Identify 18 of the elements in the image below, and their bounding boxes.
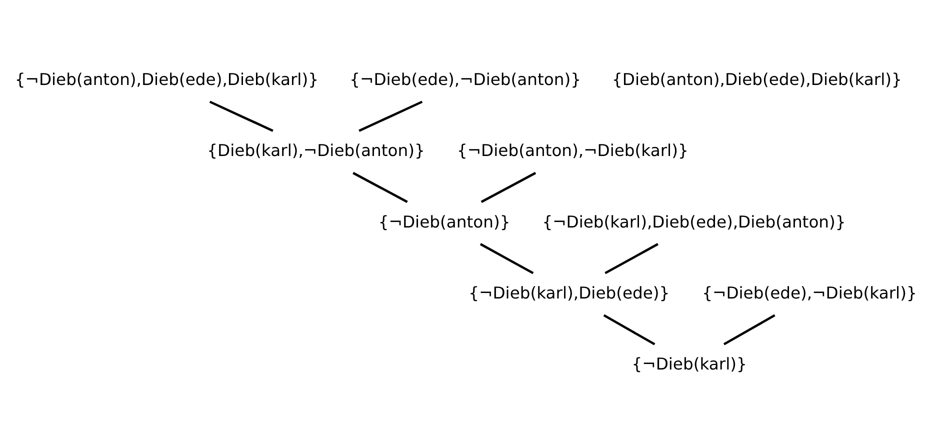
node-text: {¬Dieb(ede),¬Dieb(anton)} xyxy=(350,69,582,88)
connector xyxy=(480,242,534,274)
connector xyxy=(723,314,776,345)
connector xyxy=(209,100,274,132)
connector xyxy=(480,171,536,202)
node-text: {¬Dieb(karl),Dieb(ede)} xyxy=(468,282,670,302)
node-text: {¬Dieb(anton),¬Dieb(karl)} xyxy=(456,140,688,160)
node-text: {Dieb(karl),¬Dieb(anton)} xyxy=(207,140,425,160)
connector xyxy=(358,100,423,132)
connector xyxy=(603,314,656,345)
node-text: {¬Dieb(anton)} xyxy=(378,212,510,231)
node-text: {¬Dieb(ede),¬Dieb(karl)} xyxy=(702,282,917,302)
node-text: {Dieb(anton),Dieb(ede),Dieb(karl)} xyxy=(612,69,902,88)
node-text: {¬Dieb(karl)} xyxy=(632,354,747,374)
node-text: {¬Dieb(anton),Dieb(ede),Dieb(karl)} xyxy=(14,69,318,88)
connector xyxy=(604,242,658,274)
connector xyxy=(352,171,408,202)
node-text: {¬Dieb(karl),Dieb(ede),Dieb(anton)} xyxy=(542,212,846,231)
